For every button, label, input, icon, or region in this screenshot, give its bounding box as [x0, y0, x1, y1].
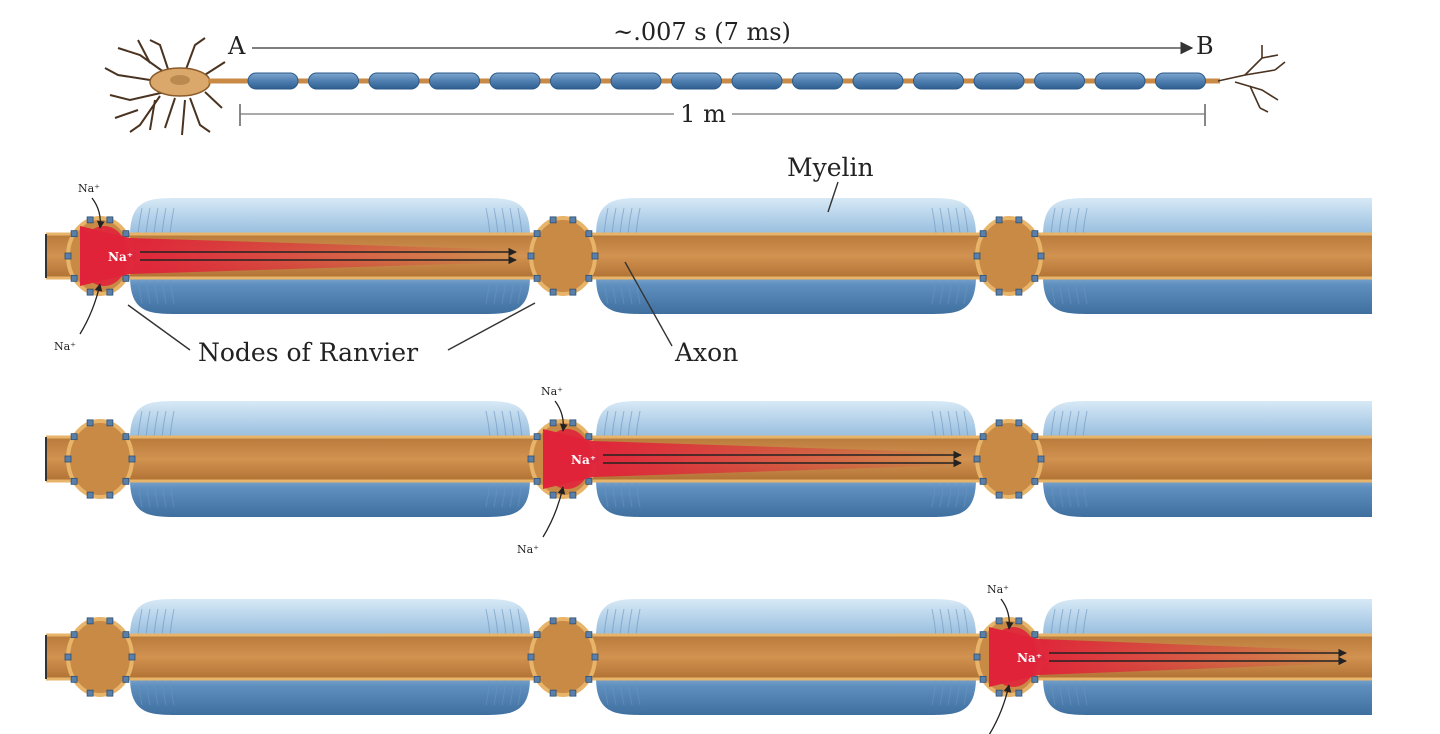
- overview-myelin-segment: [671, 72, 722, 90]
- panel-2: Na⁺ Na⁺ Na⁺: [45, 385, 1372, 556]
- overview-myelin-segment: [973, 72, 1025, 90]
- sodium-influx: [80, 226, 520, 286]
- myelin-label: Myelin: [787, 153, 874, 182]
- length-label: 1 m: [680, 100, 726, 128]
- node-of-ranvier: [529, 216, 597, 296]
- overview-myelin-segment: [368, 72, 420, 90]
- overview-myelin-segment: [429, 72, 480, 90]
- sodium-inside-label: Na⁺: [571, 453, 596, 467]
- overview-myelin-segment: [610, 72, 662, 90]
- nodes-of-ranvier-label: Nodes of Ranvier: [198, 338, 418, 367]
- point-a-label: A: [227, 32, 246, 60]
- panel-3: Na⁺Na⁺Na⁺: [45, 583, 1372, 734]
- overview-myelin-segment: [852, 72, 904, 90]
- overview-myelin-segment: [489, 72, 541, 90]
- node-of-ranvier: [66, 419, 134, 499]
- sodium-outside-label: Na⁺: [78, 182, 100, 195]
- node-of-ranvier: [529, 617, 597, 697]
- axon-terminal: [1217, 45, 1286, 113]
- sodium-influx: [989, 627, 1350, 687]
- cell-body-dendrites: [104, 37, 226, 136]
- sodium-outside-label: Na⁺: [54, 340, 76, 353]
- sodium-inside-label: Na⁺: [1017, 651, 1042, 665]
- overview-myelin-segment: [1155, 72, 1206, 90]
- sodium-inside-label: Na⁺: [108, 250, 133, 264]
- sodium-outside-label: Na⁺: [987, 583, 1009, 596]
- overview-myelin-segment: [731, 72, 783, 90]
- overview-neuron: A B ~.007 s (7 ms) 1 m: [104, 18, 1286, 136]
- overview-myelin-segment: [1094, 72, 1146, 90]
- overview-myelin-segment: [1034, 72, 1085, 90]
- panel-1-annotations: Myelin Nodes of Ranvier Axon: [127, 153, 874, 367]
- overview-myelin-segments: [247, 72, 1206, 90]
- axon-label: Axon: [674, 338, 738, 367]
- sodium-influx: [543, 429, 965, 489]
- overview-myelin-segment: [792, 72, 843, 90]
- node-of-ranvier: [975, 216, 1043, 296]
- panel-1: Na⁺ Na⁺ Na⁺: [45, 182, 1372, 353]
- overview-myelin-segment: [550, 72, 601, 90]
- overview-myelin-segment: [913, 72, 964, 90]
- sodium-outside-label: Na⁺: [541, 385, 563, 398]
- overview-myelin-segment: [247, 72, 299, 90]
- overview-myelin-segment: [308, 72, 359, 90]
- node-of-ranvier: [975, 419, 1043, 499]
- node-of-ranvier: [66, 617, 134, 697]
- sodium-outside-label: Na⁺: [517, 543, 539, 556]
- point-b-label: B: [1196, 32, 1214, 60]
- conduction-panels: Na⁺Na⁺Na⁺Na⁺Na⁺Na⁺Na⁺Na⁺Na⁺: [45, 182, 1372, 734]
- time-label: ~.007 s (7 ms): [613, 18, 791, 46]
